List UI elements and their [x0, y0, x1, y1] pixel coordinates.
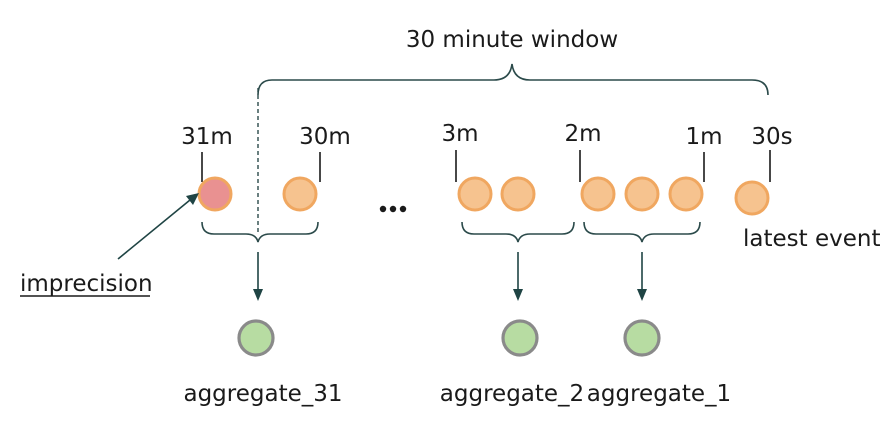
- window-brace: [257, 63, 769, 96]
- aggregate-circle-2: [501, 319, 539, 357]
- label-31m: 31m: [181, 124, 233, 150]
- aggregate-circle-1: [623, 319, 661, 357]
- event-circle: [624, 176, 660, 212]
- aggregate-2-label: aggregate_2: [440, 381, 584, 407]
- imprecision-label: imprecision: [20, 271, 153, 297]
- event-circle: [282, 176, 318, 212]
- imprecision-arrow: [117, 199, 191, 260]
- label-30m: 30m: [299, 124, 351, 150]
- arrow-head-icon: [637, 289, 647, 301]
- aggregate-1-label: aggregate_1: [587, 381, 731, 407]
- event-circle: [668, 176, 704, 212]
- group-brace-2: [461, 221, 575, 243]
- event-circle: [500, 176, 536, 212]
- latest-event-label: latest event: [743, 226, 880, 252]
- aggregate-31-label: aggregate_31: [183, 381, 342, 407]
- label-1m: 1m: [685, 124, 722, 150]
- aggregate-circle-31: [237, 319, 275, 357]
- arrow-head-icon: [253, 289, 263, 301]
- imprecision-arrow-head-icon: [186, 193, 199, 205]
- label-2m: 2m: [564, 121, 601, 147]
- label-3m: 3m: [441, 121, 478, 147]
- label-30s: 30s: [751, 124, 792, 150]
- event-circle-imprecise: [197, 176, 233, 212]
- window-label: 30 minute window: [406, 27, 618, 53]
- group-brace-31: [201, 221, 319, 243]
- group-brace-1: [583, 221, 701, 243]
- event-circle: [457, 176, 493, 212]
- event-circle: [580, 176, 616, 212]
- arrow-head-icon: [513, 289, 523, 301]
- event-circle-latest: [734, 180, 770, 216]
- ellipsis: ...: [379, 205, 407, 213]
